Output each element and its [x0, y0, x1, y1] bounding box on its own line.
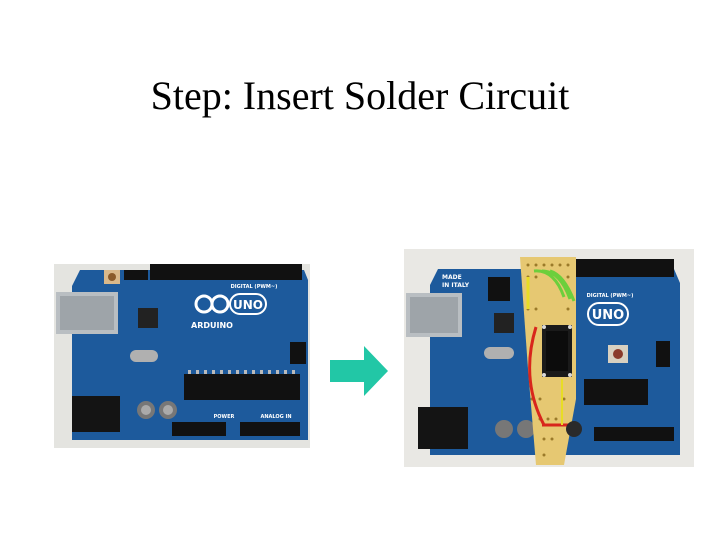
digital-label-after: DIGITAL (PWM~): [587, 293, 634, 299]
arduino-label: ARDUINO: [191, 321, 233, 330]
power-label: POWER: [214, 414, 235, 420]
made-label: MADE: [442, 274, 462, 281]
italy-label: IN ITALY: [442, 282, 470, 289]
digital-label: DIGITAL (PWM~): [231, 284, 278, 290]
right-arrow-icon: [330, 346, 388, 401]
slide-title: Step: Insert Solder Circuit: [150, 73, 570, 118]
uno-label: UNO: [233, 298, 263, 312]
photo-arduino-before: UNO ARDUINO DIGITAL (PWM~) POWER ANALOG …: [54, 264, 310, 448]
photo-arduino-after: MADE IN ITALY DIGITAL (PWM~) UNO: [404, 249, 694, 467]
analog-label: ANALOG IN: [260, 414, 291, 420]
uno-label-after: UNO: [592, 308, 625, 323]
